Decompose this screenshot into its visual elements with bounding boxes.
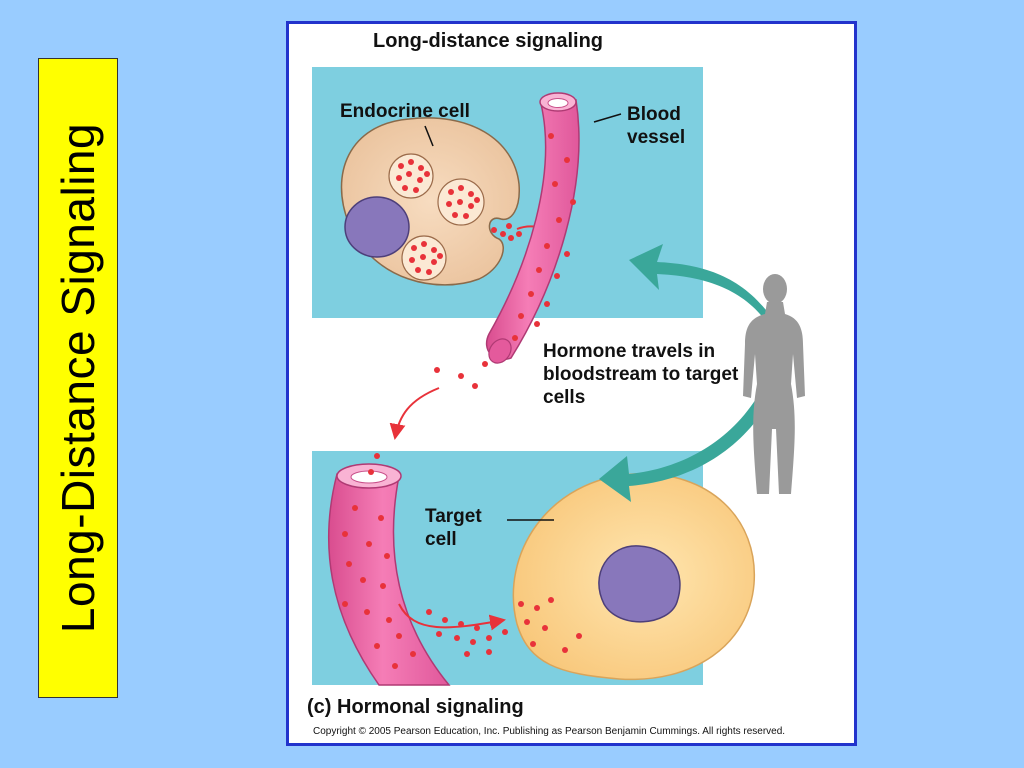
traveling-hormones — [374, 361, 488, 459]
figure-title: Long-distance signaling — [373, 30, 604, 52]
blood-vessel-top — [485, 92, 580, 364]
target-cell-label: Target cell — [425, 506, 482, 550]
human-silhouette — [743, 274, 805, 494]
figure-caption: (c) Hormonal signaling — [307, 696, 524, 718]
blood-vessel-bottom — [327, 463, 451, 686]
blood-vessel-label-line — [593, 113, 622, 123]
target-cell — [512, 473, 756, 681]
hormone-travels-label: Hormone travels in bloodstream to target… — [543, 341, 739, 408]
side-title-banner: Long-Distance Signaling — [38, 58, 118, 698]
blood-vessel-label: Blood vessel — [627, 104, 686, 148]
side-title-text: Long-Distance Signaling — [52, 122, 104, 634]
endocrine-cell-label: Endocrine cell — [340, 101, 470, 122]
teal-arrow-top — [629, 244, 769, 320]
copyright-notice: Copyright © 2005 Pearson Education, Inc.… — [313, 726, 786, 737]
endocrine-nucleus — [344, 196, 410, 258]
target-nucleus — [598, 545, 681, 623]
figure-frame: Long-distance signaling Endocrine cell B… — [286, 21, 857, 746]
vesicle-hormones — [396, 159, 480, 275]
diagram-artwork — [312, 67, 805, 686]
endocrine-label-line — [424, 125, 434, 147]
travel-arrow — [389, 387, 440, 440]
teal-arrow-bottom — [599, 394, 769, 502]
